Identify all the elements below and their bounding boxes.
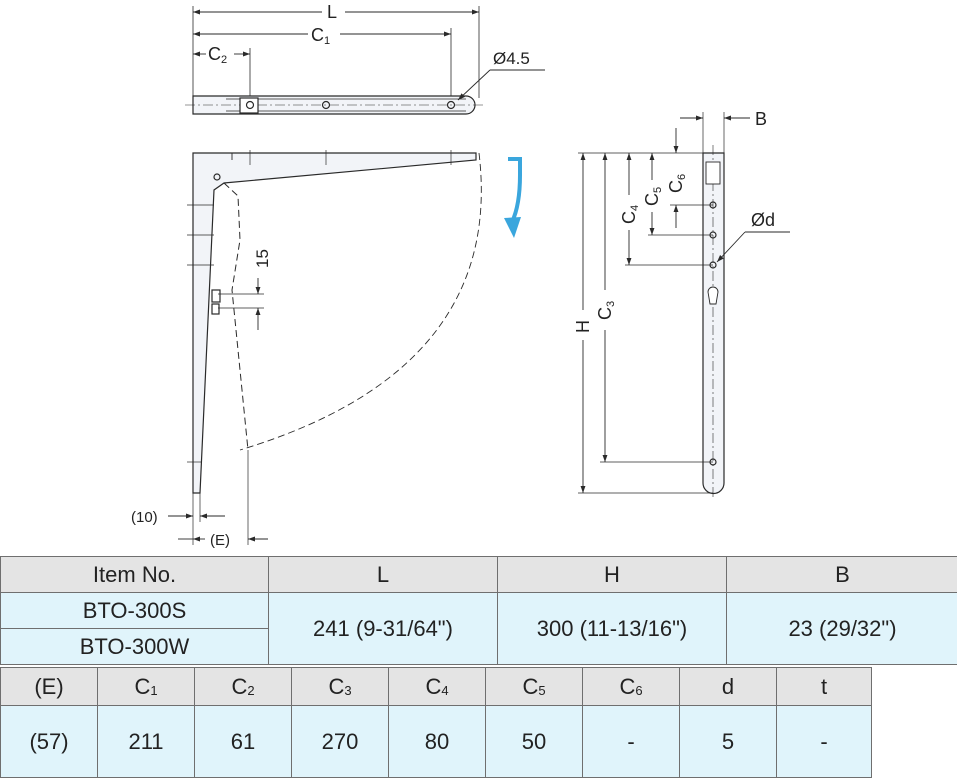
header-item-no: Item No. (0, 556, 269, 593)
front-view (578, 112, 790, 500)
bracket-body (192, 152, 477, 494)
fold-direction-arrow (508, 157, 522, 223)
value-cell: 50 (485, 705, 583, 778)
value-cell: 5 (679, 705, 777, 778)
item-no-cell: BTO-300S (0, 592, 269, 629)
value-cell: 270 (291, 705, 389, 778)
header-col: d (679, 667, 777, 706)
value-B: 23 (29/32") (726, 592, 957, 665)
label-B: B (755, 109, 767, 129)
header-H: H (497, 556, 727, 593)
header-col: (E) (0, 667, 98, 706)
header-col: t (776, 667, 872, 706)
label-C2: C2 (208, 44, 227, 66)
label-10: (10) (131, 509, 158, 526)
item-no-cell: BTO-300W (0, 628, 269, 665)
value-cell: - (582, 705, 680, 778)
label-C4: C4 (619, 205, 641, 224)
header-col: C5 (485, 667, 583, 706)
technical-drawing: L C1 C2 Ø4.5 (131, 2, 790, 549)
label-phid: Ød (751, 210, 775, 230)
header-L: L (268, 556, 498, 593)
value-cell: - (776, 705, 872, 778)
top-view (185, 6, 545, 115)
label-C5: C5 (642, 187, 664, 206)
header-B: B (726, 556, 957, 593)
side-view (168, 150, 482, 545)
label-H: H (573, 320, 593, 333)
header-col: C1 (97, 667, 195, 706)
header-col: C3 (291, 667, 389, 706)
value-cell: (57) (0, 705, 98, 778)
value-cell: 80 (388, 705, 486, 778)
value-cell: 61 (194, 705, 292, 778)
value-L: 241 (9-31/64") (268, 592, 498, 665)
label-15: 15 (253, 249, 272, 268)
label-C1: C1 (311, 25, 330, 47)
label-phi45: Ø4.5 (493, 49, 530, 68)
value-H: 300 (11-13/16") (497, 592, 727, 665)
spec-table-main: Item No. L H B BTO-300S 241 (9-31/64") 3… (0, 556, 957, 665)
header-col: C6 (582, 667, 680, 706)
label-L: L (327, 2, 337, 22)
value-cell: 211 (97, 705, 195, 778)
header-col: C4 (388, 667, 486, 706)
label-C6: C6 (666, 174, 688, 193)
label-C3: C3 (595, 301, 617, 320)
wall-plate (702, 152, 725, 495)
label-E: (E) (210, 532, 230, 549)
header-col: C2 (194, 667, 292, 706)
